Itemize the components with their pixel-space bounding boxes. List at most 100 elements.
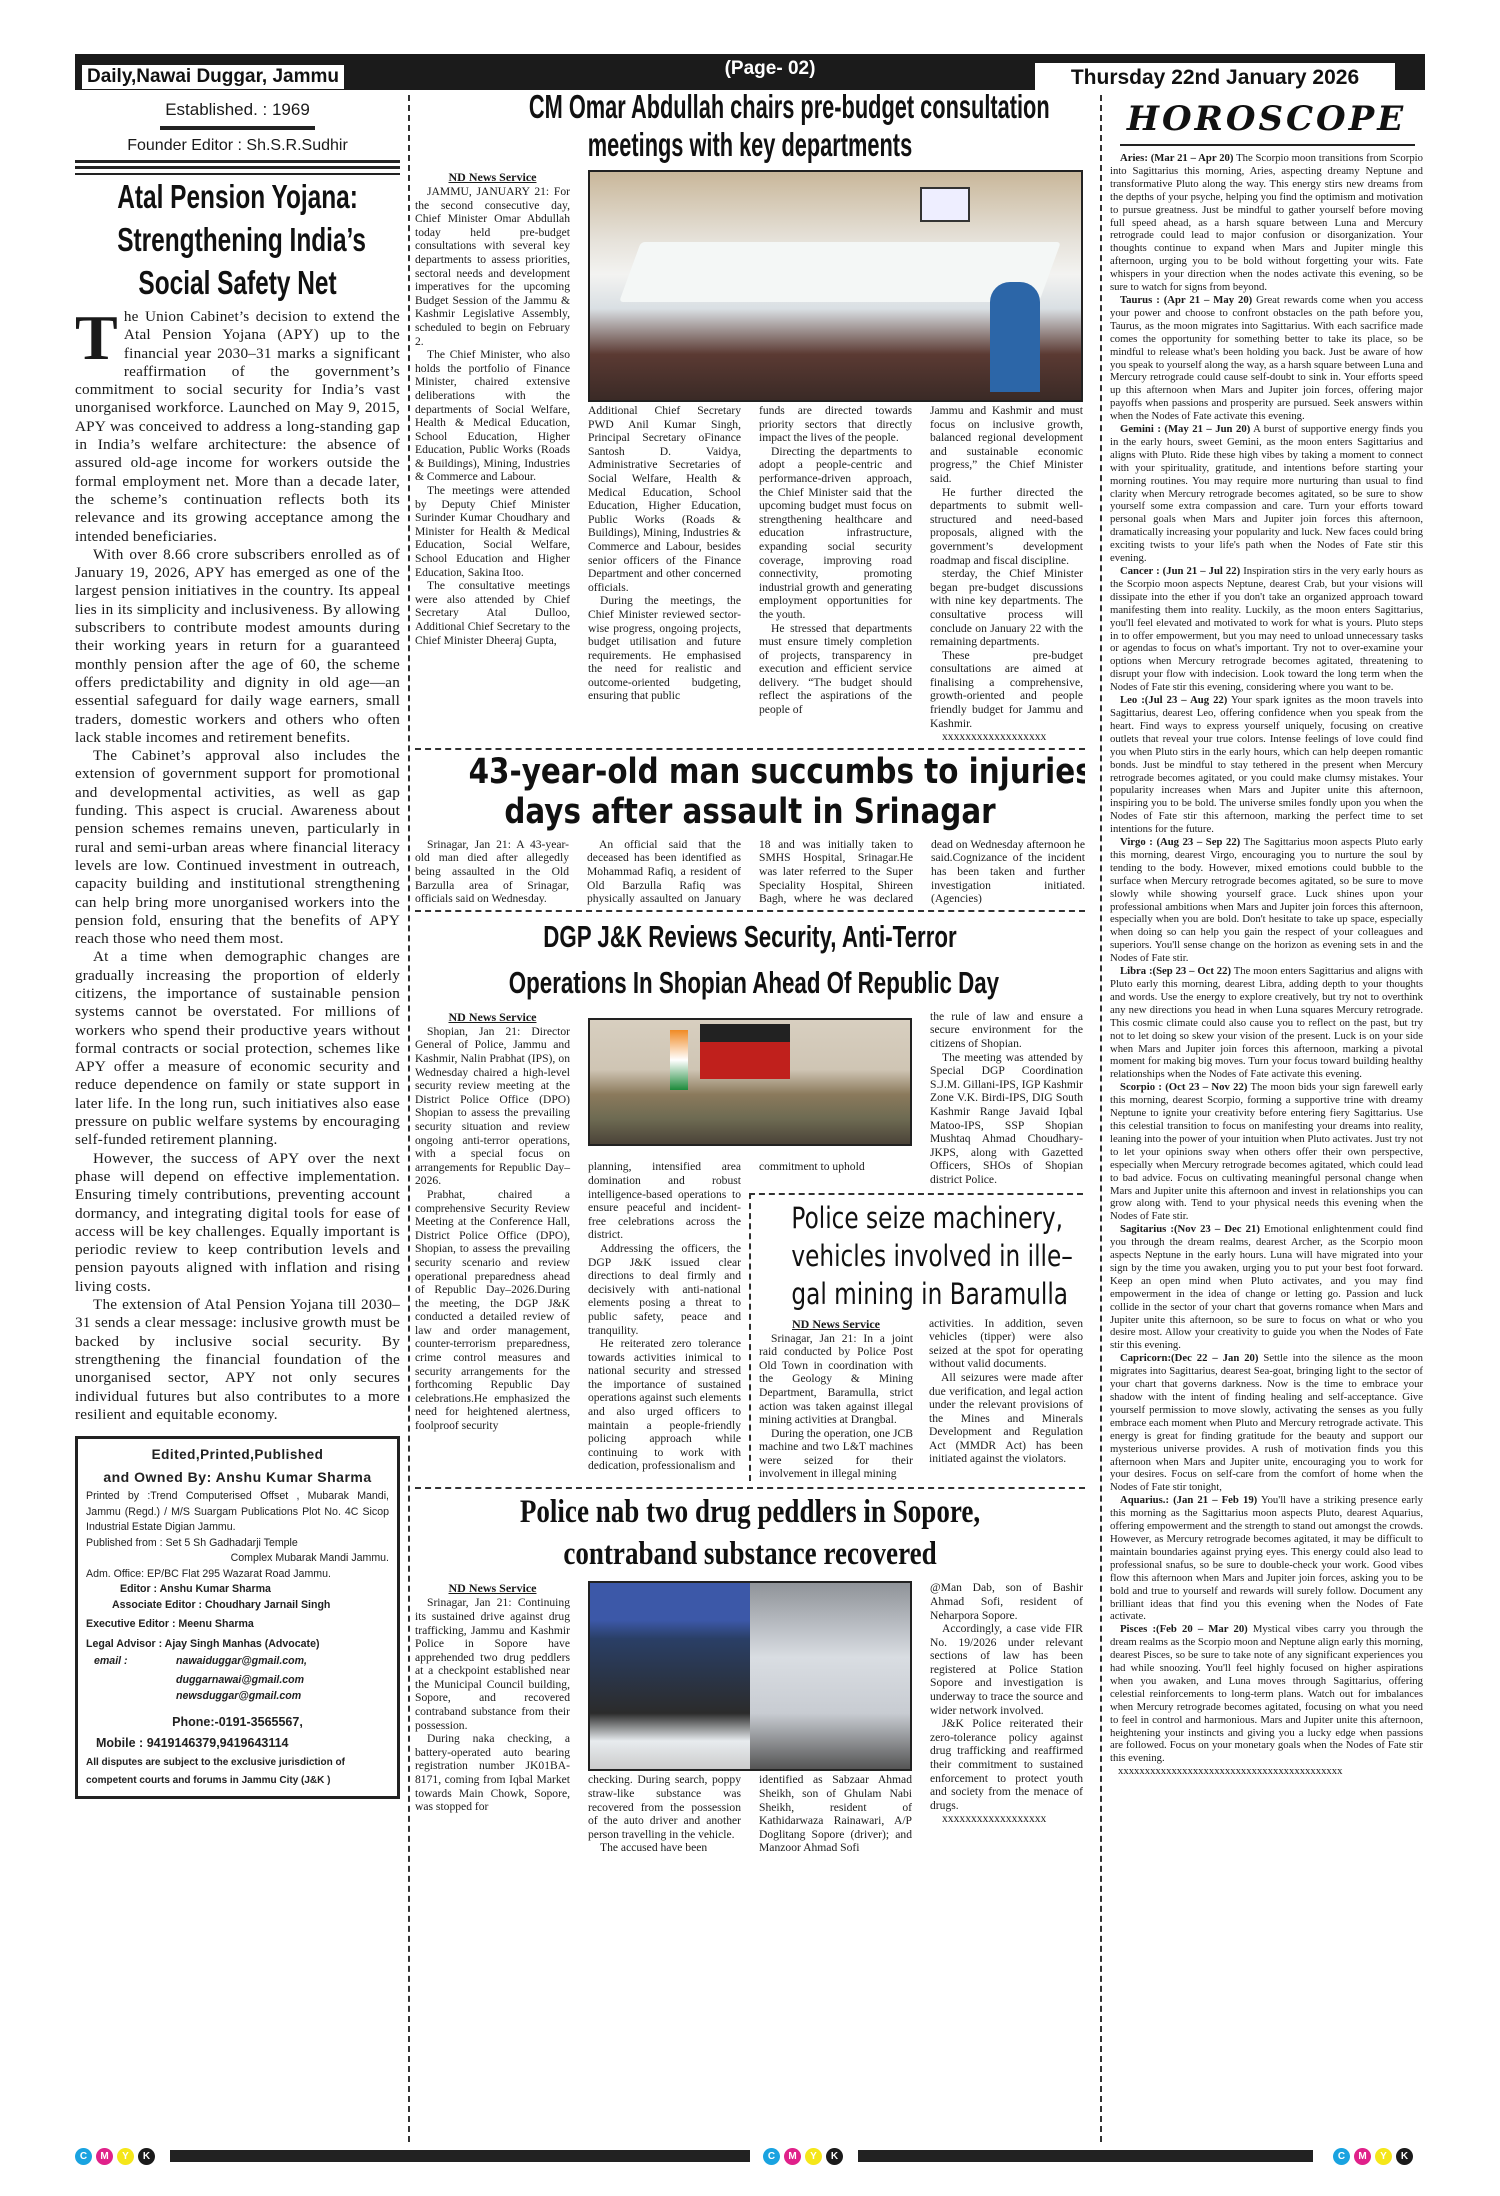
headline-line: Atal Pension Yojana: (117, 178, 358, 215)
cyan-mark: C (763, 2148, 780, 2165)
email-link[interactable]: duggarnawai@gmail.com (176, 1673, 305, 1686)
black-mark: K (826, 2148, 843, 2165)
sign-label: Pisces :(Feb 20 – Mar 20) (1120, 1623, 1248, 1636)
cm-story: CM Omar Abdullah chairs pre-budget consu… (415, 88, 1085, 748)
sign-label: Leo :(Jul 23 – Aug 22) (1120, 694, 1228, 707)
sign-label: Gemini : (May 21 – Jun 20) (1120, 423, 1251, 436)
paragraph: commitment to uphold (759, 1160, 865, 1174)
horoscope-column: HOROSCOPE Aries: (Mar 21 – Apr 20) The S… (1110, 96, 1423, 1778)
editorial-body: T he Union Cabinet’s decision to extend … (75, 306, 400, 1424)
dgp-story: DGP J&K Reviews Security, Anti-Terror Op… (415, 909, 1085, 1488)
paragraph: @Man Dab, son of Bashir Ahmad Sofi, resi… (930, 1581, 1083, 1622)
paragraph: Srinagar, Jan 21: In a joint raid conduc… (759, 1331, 913, 1427)
email-label: email : (94, 1655, 128, 1668)
sign-text: Mystical vibes carry you through the dre… (1110, 1623, 1423, 1765)
mining-story: Police seize machinery, vehicles involve… (749, 1192, 1083, 1482)
horoscope-entry: Taurus : (Apr 21 – May 20) Great rewards… (1110, 294, 1423, 423)
paragraph: He reiterated zero tolerance towards act… (588, 1337, 741, 1473)
paragraph: he Union Cabinet’s decision to extend th… (75, 308, 400, 545)
imprint-disclaimer: All disputes are subject to the exclusiv… (86, 1756, 345, 1786)
headline-line: gal mining in Baramulla (791, 1276, 1068, 1311)
assault-story-headline: 43-year-old man succumbs to injuries day… (415, 752, 1085, 832)
cyan-mark: C (75, 2148, 92, 2165)
editorial-headline: Atal Pension Yojana: Strengthening India… (75, 175, 400, 304)
dgp-story-col1: ND News Service Shopian, Jan 21: Directo… (415, 1010, 570, 1433)
paragraph: Shopian, Jan 21: Director General of Pol… (415, 1024, 570, 1188)
divider (75, 160, 400, 169)
headline-line: DGP J&K Reviews Security, Anti-Terror (543, 918, 957, 954)
sign-label: Cancer : (Jun 21 – Jul 22) (1120, 565, 1241, 577)
footer-row: C M Y K C M Y K C M Y K (75, 2148, 1425, 2165)
paragraph: The extension of Atal Pension Yojana til… (75, 1296, 400, 1423)
dgp-story-headline: DGP J&K Reviews Security, Anti-Terror Op… (415, 914, 1085, 1006)
paragraph: However, the success of APY over the nex… (75, 1149, 400, 1295)
sign-text: A burst of supportive energy finds you i… (1110, 423, 1423, 565)
email-link[interactable]: nawaiduggar@gmail.com, (176, 1655, 308, 1668)
mining-story-col2: activities. In addition, seven vehicles … (929, 1317, 1083, 1467)
cm-story-col4: Jammu and Kashmir and must focus on incl… (930, 404, 1083, 744)
horoscope-entry: Gemini : (May 21 – Jun 20) A burst of su… (1110, 423, 1423, 565)
sign-text: Great rewards come when you access your … (1110, 293, 1423, 423)
founder-editor: Founder Editor : Sh.S.R.Sudhir (127, 137, 348, 154)
cm-story-headline: CM Omar Abdullah chairs pre-budget consu… (415, 88, 1085, 164)
paragraph: the rule of law and ensure a secure envi… (930, 1009, 1083, 1050)
paragraph: During the operation, one JCB machine an… (759, 1426, 914, 1481)
imprint-executive: Executive Editor : Meenu Sharma (86, 1618, 254, 1631)
paragraph: Srinagar, Jan 21: A 43-year-old man died… (415, 837, 569, 906)
cmyk-marks: C M Y K (1333, 2148, 1413, 2165)
yellow-mark: Y (805, 2148, 822, 2165)
sign-text: Your spark ignites as the moon travels i… (1110, 694, 1423, 836)
paragraph: xxxxxxxxxxxxxxxxxx (942, 730, 1047, 744)
paragraph: The Chief Minister, who also holds the p… (415, 348, 570, 484)
paragraph: The Cabinet’s approval also includes the… (75, 747, 400, 948)
sign-label: Capricorn:(Dec 22 – Jan 20) (1120, 1352, 1259, 1365)
drug-story-col3: identified as Sabzaar Ahmad Sheikh, son … (759, 1773, 912, 1855)
sign-text: The moon bids your sign farewell early t… (1110, 1081, 1423, 1223)
horoscope-entry: Capricorn:(Dec 22 – Jan 20) Settle into … (1110, 1352, 1423, 1494)
imprint-line1: Edited,Printed,Published (151, 1447, 324, 1463)
horoscope-entry: Leo :(Jul 23 – Aug 22) Your spark ignite… (1110, 694, 1423, 836)
paragraph: funds are directed towards priority sect… (759, 404, 912, 445)
paragraph: activities. In addition, seven vehicles … (929, 1316, 1083, 1371)
issue-date: Thursday 22nd January 2026 (1035, 63, 1395, 93)
meeting-photo (588, 170, 1083, 402)
paragraph: sterday, the Chief Minister began pre-bu… (930, 567, 1083, 649)
headline-line: Police seize machinery, (791, 1200, 1064, 1235)
arrest-photo (588, 1581, 912, 1772)
paragraphs: Shopian, Jan 21: Director General of Pol… (415, 1025, 570, 1433)
paragraph: JAMMU, JANUARY 21: For the second consec… (415, 185, 570, 348)
cyan-mark: C (1333, 2148, 1350, 2165)
divider (1120, 144, 1415, 146)
drug-story-col4: @Man Dab, son of Bashir Ahmad Sofi, resi… (930, 1581, 1083, 1826)
middle-column: CM Omar Abdullah chairs pre-budget consu… (415, 88, 1085, 1859)
sign-label: Scorpio : (Oct 23 – Nov 22) (1120, 1081, 1248, 1094)
horoscope-entry: Scorpio : (Oct 23 – Nov 22) The moon bid… (1110, 1081, 1423, 1223)
paragraph: These pre-budget consultations are aimed… (930, 648, 1083, 730)
paragraph: He stressed that departments must ensure… (759, 621, 912, 717)
yellow-mark: Y (117, 2148, 134, 2165)
imprint-mobile: Mobile : 9419146379,9419643114 (96, 1736, 289, 1751)
horoscope-entry: Pisces :(Feb 20 – Mar 20) Mystical vibes… (1110, 1623, 1423, 1765)
headline-line: contraband substance recovered (563, 1536, 937, 1573)
mining-story-headline: Police seize machinery, vehicles involve… (759, 1199, 1083, 1313)
drug-story-col2: checking. During search, poppy straw-lik… (588, 1773, 741, 1855)
paragraph: planning, intensified area domination an… (588, 1160, 741, 1242)
email-link[interactable]: newsduggar@gmail.com (176, 1690, 302, 1703)
headline-line: Social Safety Net (138, 264, 337, 301)
headline-line: days after assault in Srinagar (504, 791, 996, 832)
byline: ND News Service (792, 1316, 880, 1331)
sign-text: Inspiration stirs in the very early hour… (1110, 565, 1423, 694)
sign-text: Settle into the silence as the moon migr… (1110, 1352, 1423, 1494)
left-column: Established. : 1969 Founder Editor : Sh.… (75, 98, 400, 1799)
paragraph: J&K Police reiterated their zero-toleran… (930, 1717, 1083, 1812)
headline-line: CM Omar Abdullah chairs pre-budget consu… (528, 88, 1050, 125)
paragraph: At a time when demographic changes are g… (75, 948, 400, 1149)
sign-label: Taurus : (Apr 21 – May 20) (1120, 293, 1253, 306)
column-divider (408, 95, 410, 2142)
sign-label: Libra :(Sep 23 – Oct 22) (1120, 965, 1232, 978)
paragraph: Prabhat, chaired a comprehensive Securit… (415, 1187, 570, 1433)
imprint-phone: Phone:-0191-3565567, (172, 1714, 303, 1729)
paragraph: checking. During search, poppy straw-lik… (588, 1773, 741, 1841)
paragraph: Accordingly, a case vide FIR No. 19/2026… (930, 1622, 1083, 1717)
sign-text: The Scorpio moon transitions from Scorpi… (1110, 152, 1423, 294)
